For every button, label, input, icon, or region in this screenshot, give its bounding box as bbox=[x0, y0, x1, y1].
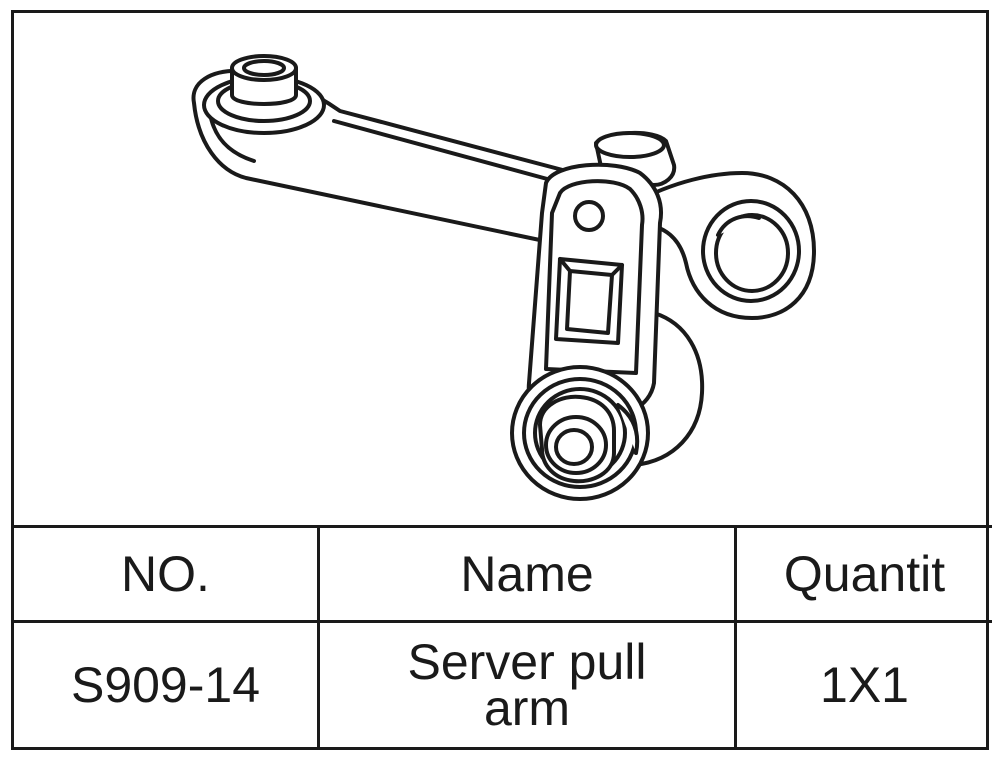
header-quantity: Quantit bbox=[735, 525, 992, 622]
parts-table: NO. Name Quantit S909-14 Server pull arm… bbox=[14, 525, 992, 747]
part-illustration bbox=[14, 13, 986, 525]
cell-part-name: Server pull arm bbox=[318, 620, 737, 747]
table-row: S909-14 Server pull arm 1X1 bbox=[14, 620, 992, 747]
servo-horn-body bbox=[526, 162, 663, 411]
right-ring-eye bbox=[632, 171, 816, 320]
parts-sheet: NO. Name Quantit S909-14 Server pull arm… bbox=[11, 10, 992, 750]
cell-part-number: S909-14 bbox=[14, 620, 320, 747]
cell-quantity: 1X1 bbox=[735, 620, 992, 747]
header-name: Name bbox=[318, 525, 737, 622]
hub-boss bbox=[538, 394, 616, 484]
left-ball-stud bbox=[202, 54, 326, 135]
table-header-row: NO. Name Quantit bbox=[14, 525, 992, 622]
server-pull-arm-drawing bbox=[191, 54, 816, 501]
header-no: NO. bbox=[14, 525, 320, 622]
